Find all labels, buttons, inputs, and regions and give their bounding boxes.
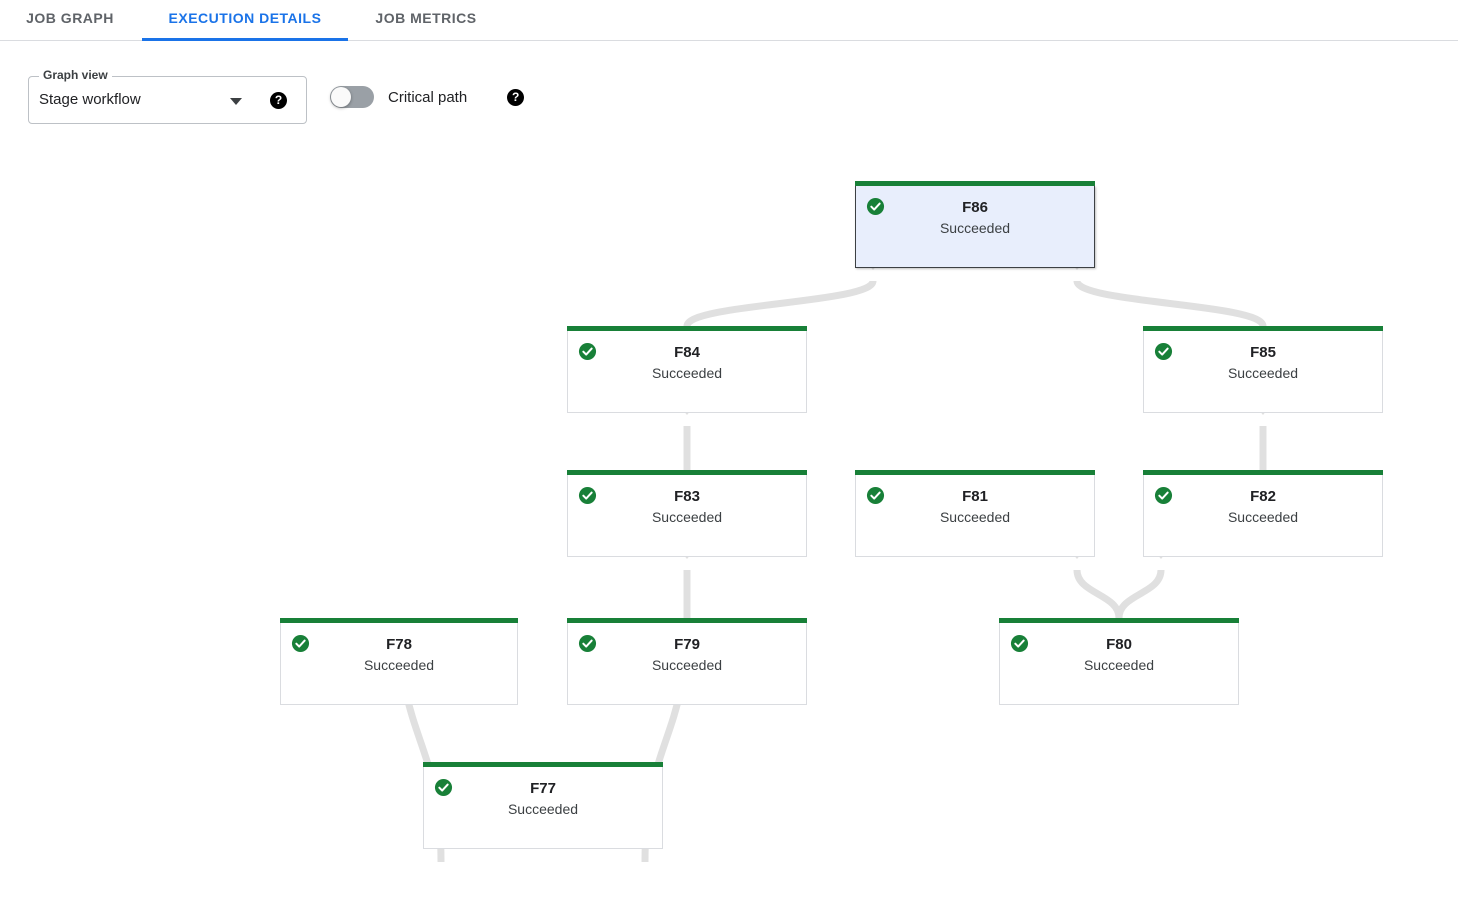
tab-execution-details[interactable]: EXECUTION DETAILS: [142, 0, 348, 41]
node-title: F81: [962, 488, 988, 505]
node-title: F83: [674, 488, 700, 505]
check-circle-icon: [1010, 634, 1029, 653]
tab-job-graph[interactable]: JOB GRAPH: [10, 0, 130, 41]
check-circle-icon: [578, 342, 597, 361]
critical-path-toggle[interactable]: [330, 86, 374, 108]
graph-toolbar: Graph view Stage workflow ? Critical pat…: [0, 41, 1458, 136]
edge-F85-F86: [1073, 279, 1267, 328]
graph-view-select[interactable]: Graph view Stage workflow ?: [28, 69, 307, 124]
node-status-bar: [567, 470, 807, 475]
node-status-bar: [999, 618, 1239, 623]
critical-path-help-icon[interactable]: ?: [507, 88, 525, 106]
tab-job-graph-label: JOB GRAPH: [26, 10, 114, 26]
tab-job-metrics-label: JOB METRICS: [375, 10, 477, 26]
edge-F80-F81: [1073, 569, 1123, 619]
node-status-label: Succeeded: [1227, 365, 1299, 381]
node-title: F79: [674, 636, 700, 653]
tab-execution-details-label: EXECUTION DETAILS: [168, 10, 322, 26]
node-status-bar: [567, 326, 807, 331]
node-status-bar: [423, 762, 663, 767]
check-circle-icon: [291, 634, 310, 653]
toggle-knob: [331, 87, 351, 107]
check-circle-icon: [866, 486, 885, 505]
node-status-label: Succeeded: [651, 509, 723, 525]
node-status-bar: [280, 618, 518, 623]
node-title: F78: [386, 636, 412, 653]
edge-F80-F82: [1115, 569, 1165, 619]
node-status-label: Succeeded: [651, 657, 723, 673]
node-title: F82: [1250, 488, 1276, 505]
node-title: F85: [1250, 344, 1276, 361]
check-circle-icon: [866, 197, 885, 216]
node-status-label: Succeeded: [507, 801, 579, 817]
chevron-down-icon[interactable]: [230, 98, 242, 105]
graph-view-value: Stage workflow: [39, 91, 141, 108]
check-circle-icon: [1154, 486, 1173, 505]
node-status-label: Succeeded: [939, 509, 1011, 525]
node-status-bar: [1143, 326, 1383, 331]
check-circle-icon: [434, 778, 453, 797]
node-status-bar: [1143, 470, 1383, 475]
check-circle-icon: [578, 634, 597, 653]
node-status-bar: [855, 181, 1095, 186]
node-status-label: Succeeded: [363, 657, 435, 673]
graph-view-help-icon[interactable]: ?: [270, 92, 287, 109]
node-title: F80: [1106, 636, 1132, 653]
tab-job-metrics[interactable]: JOB METRICS: [356, 0, 496, 41]
edge-F84-F86: [683, 279, 877, 328]
node-status-label: Succeeded: [939, 220, 1011, 236]
node-status-bar: [567, 618, 807, 623]
check-circle-icon: [1154, 342, 1173, 361]
node-status-bar: [855, 470, 1095, 475]
node-title: F77: [530, 780, 556, 797]
graph-view-legend: Graph view: [39, 69, 112, 81]
critical-path-control: Critical path ?: [330, 86, 525, 108]
node-status-label: Succeeded: [1083, 657, 1155, 673]
node-title: F86: [962, 199, 988, 216]
node-title: F84: [674, 344, 700, 361]
critical-path-label: Critical path: [388, 88, 468, 106]
check-circle-icon: [578, 486, 597, 505]
tab-bar: JOB GRAPH EXECUTION DETAILS JOB METRICS: [0, 0, 1458, 41]
node-status-label: Succeeded: [651, 365, 723, 381]
node-status-label: Succeeded: [1227, 509, 1299, 525]
